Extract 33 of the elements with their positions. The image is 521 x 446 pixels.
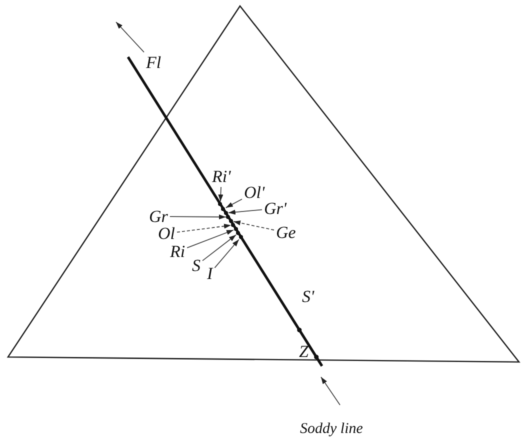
point-label: Ol' (244, 184, 265, 201)
point-label: Z (299, 343, 308, 360)
point-marker (228, 219, 233, 223)
point-label: Gr (149, 208, 168, 225)
leader-arrow (225, 198, 242, 208)
point-label: S (192, 257, 200, 274)
point-label: Fl (146, 54, 162, 71)
point-marker (226, 215, 230, 219)
point-label: S' (302, 288, 314, 305)
point-label: Ri (170, 243, 186, 260)
point-marker (236, 231, 240, 235)
point-marker (218, 202, 222, 206)
leader-arrow (218, 186, 224, 202)
point-marker (239, 235, 243, 239)
point-label: Soddy line (300, 422, 363, 437)
point-marker (234, 227, 238, 231)
point-marker (224, 211, 228, 215)
point-marker (221, 207, 226, 211)
leader-arrow (186, 230, 234, 248)
leader-arrow (228, 209, 262, 215)
leader-arrow (214, 239, 240, 268)
leader-arrow (176, 224, 232, 233)
leader-arrow (116, 22, 144, 53)
leader-arrow (169, 214, 226, 220)
point-label: Ol (158, 225, 175, 242)
point-label: Ge (276, 224, 296, 241)
leader-arrow (320, 376, 340, 406)
point-marker (231, 223, 236, 227)
point-label: Gr' (264, 200, 287, 217)
point-label: I (207, 265, 213, 282)
point-label: Ri' (212, 168, 231, 185)
leader-arrow (233, 220, 274, 230)
leader-arrow (202, 234, 236, 262)
